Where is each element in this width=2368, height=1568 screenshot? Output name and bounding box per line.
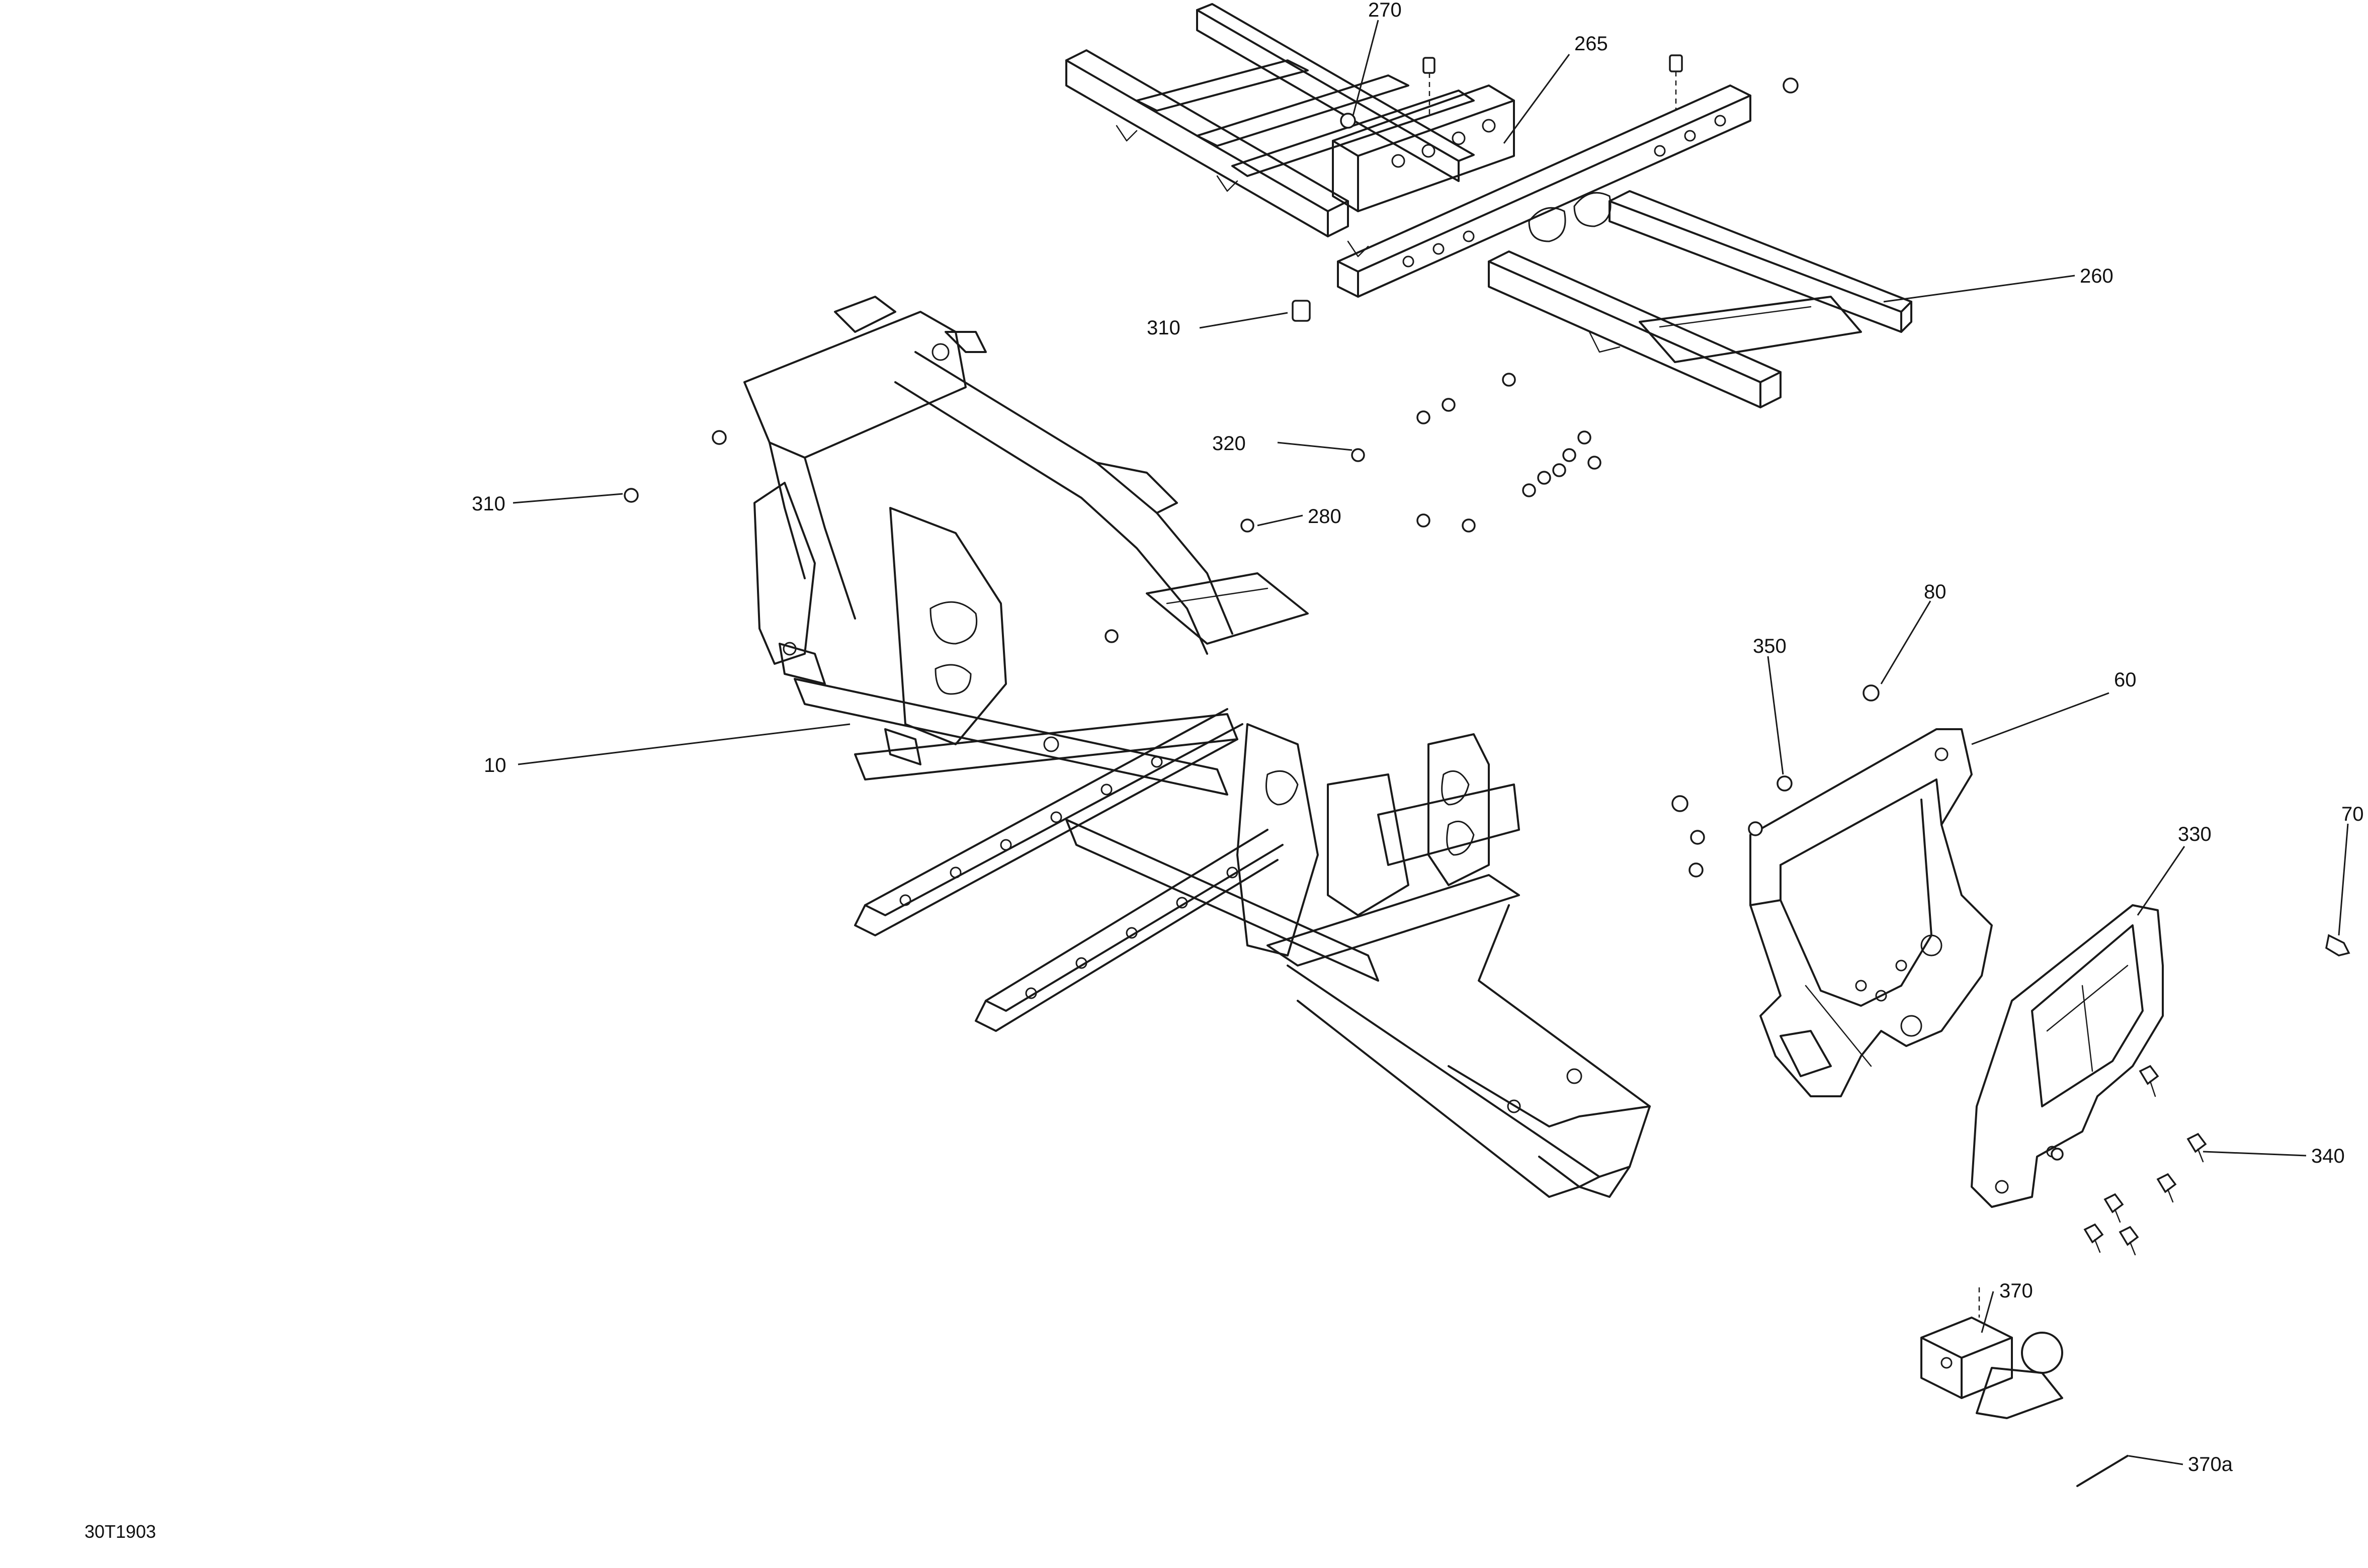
main-frame-part-10 — [743, 296, 1651, 1198]
bracket-hardware — [1671, 684, 2350, 956]
callout-270: 270 — [1368, 0, 1402, 21]
callout-labels: 270 265 260 310 310 320 280 10 80 350 60… — [84, 0, 2364, 1542]
hitch-part-370 — [1920, 1287, 2063, 1419]
plate-part-330 — [1971, 904, 2164, 1208]
rear-bracket-part-60 — [1749, 728, 1993, 1097]
bolts-group-340 — [2083, 1065, 2207, 1256]
callout-260: 260 — [2080, 265, 2113, 287]
callout-80: 80 — [1924, 581, 1947, 603]
callout-310-top: 310 — [1147, 317, 1180, 339]
callout-60: 60 — [2114, 669, 2137, 691]
callout-340: 340 — [2311, 1145, 2345, 1167]
callout-310-left: 310 — [472, 493, 505, 515]
callout-280: 280 — [1308, 505, 1341, 528]
callout-320: 320 — [1212, 432, 1246, 455]
callout-10: 10 — [484, 754, 506, 776]
leader-lines — [513, 20, 2349, 1465]
subframe-hardware — [1292, 54, 1799, 322]
callout-350: 350 — [1753, 635, 1787, 657]
nuts-group-280-320 — [624, 373, 1601, 643]
pin-part-370a — [2076, 1455, 2129, 1487]
callout-370a: 370a — [2188, 1453, 2233, 1475]
diagram-code: 30T1903 — [84, 1521, 156, 1542]
callout-330: 330 — [2178, 823, 2212, 845]
rear-subframe-part-260 — [1065, 3, 1912, 408]
callout-370: 370 — [1999, 1280, 2033, 1302]
callout-70: 70 — [2341, 803, 2364, 825]
callout-265: 265 — [1574, 33, 1608, 55]
